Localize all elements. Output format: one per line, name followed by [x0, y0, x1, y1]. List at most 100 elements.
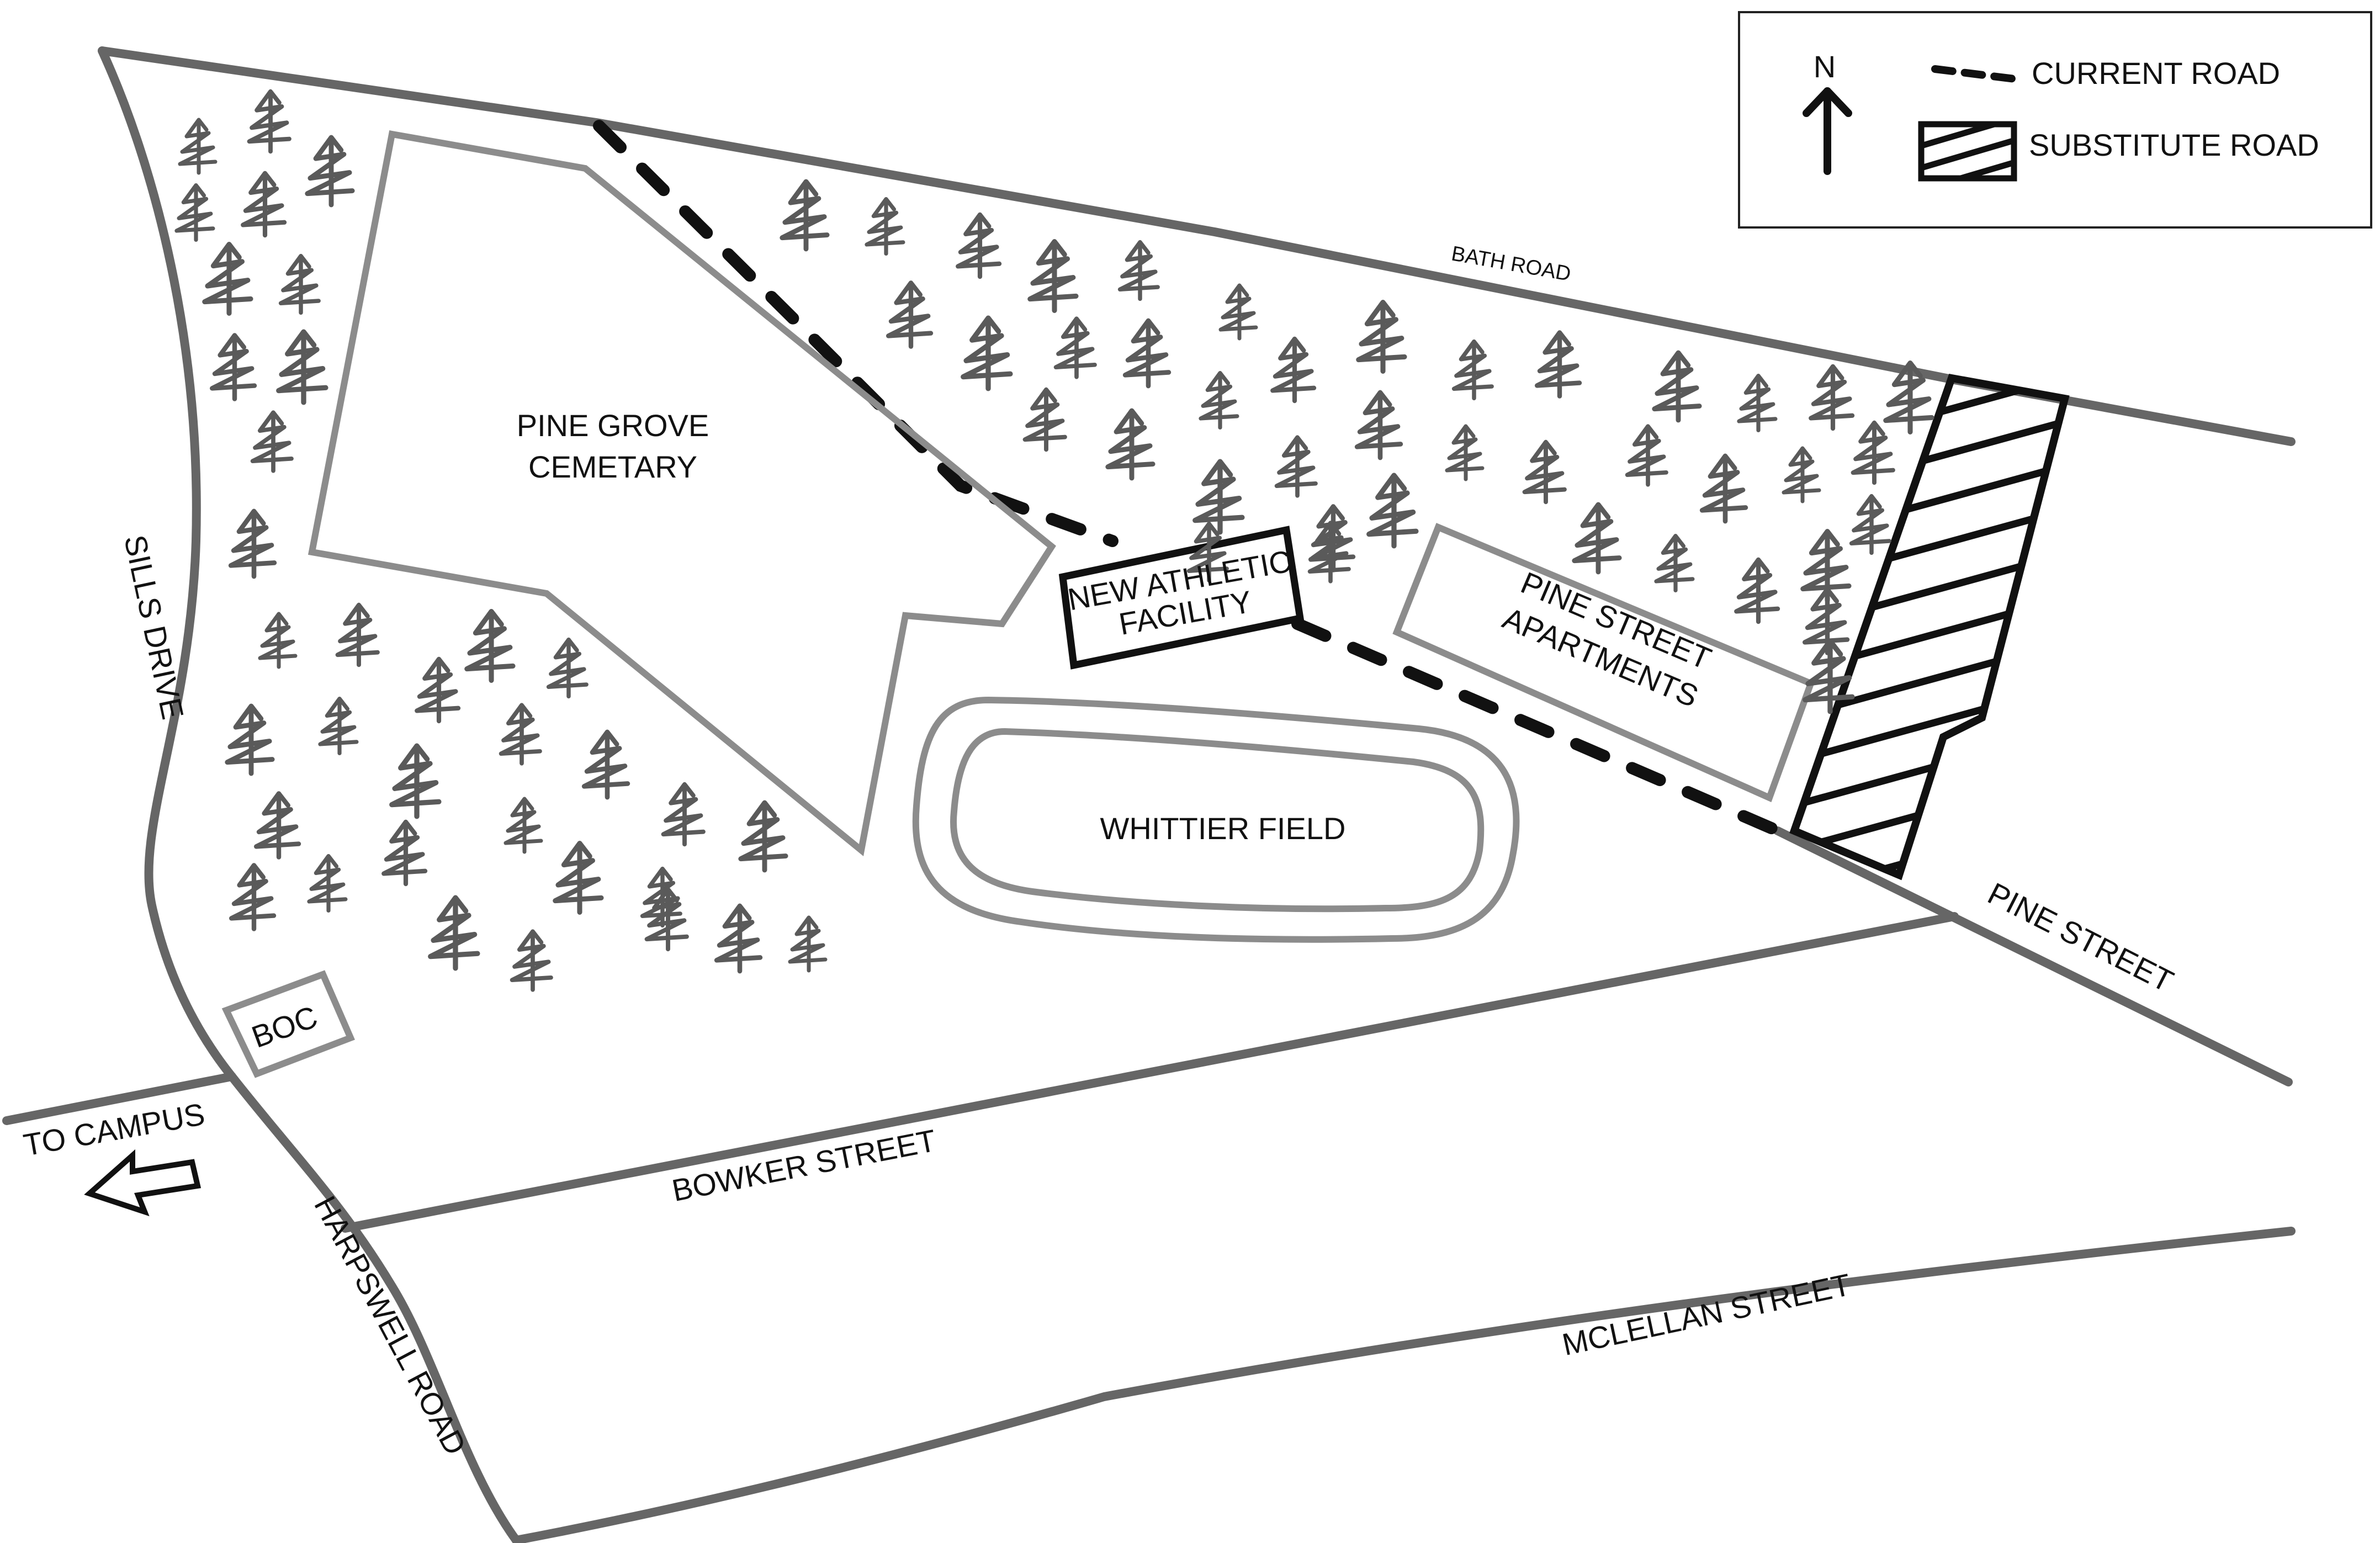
tree-icon [1451, 339, 1494, 401]
tree-icon [1053, 316, 1097, 379]
tree-icon [1270, 336, 1317, 404]
tree-icon [1186, 521, 1229, 583]
current-road-legend-icon [1931, 65, 2027, 84]
tree-icon [1782, 446, 1821, 503]
tree-icon [225, 703, 275, 776]
tree-icon [961, 315, 1013, 391]
tree-icon [1027, 239, 1079, 313]
mclellan-street-line [512, 1227, 2296, 1543]
tree-icon [1522, 439, 1567, 505]
sills-drive-label: SILLS DRIVE [118, 532, 190, 722]
tree-icon [305, 135, 355, 208]
tree-icon [1809, 364, 1855, 431]
tree-icon [714, 903, 763, 974]
tree-icon [1356, 300, 1407, 374]
trees [174, 89, 1934, 992]
tree-icon [1105, 408, 1155, 481]
tree-icon [1354, 390, 1403, 460]
tree-icon [1851, 420, 1895, 485]
north-label: N [1814, 49, 1836, 84]
tree-icon [1274, 435, 1318, 498]
substitute-road-outline [1789, 374, 2070, 881]
boc-outline [221, 970, 356, 1078]
tree-icon [229, 863, 277, 931]
tree-icon [389, 743, 442, 819]
substitute-road-legend-icon [1918, 121, 2017, 182]
tree-icon [1883, 360, 1934, 434]
to-campus-label: TO CAMPUS [21, 1096, 208, 1163]
tree-icon [1625, 424, 1668, 487]
current-road [593, 120, 1784, 837]
legend-box [1738, 11, 2372, 229]
track-inner [950, 728, 1485, 913]
tree-icon [1117, 240, 1160, 301]
tree-icon [464, 609, 516, 683]
tree-icon [228, 508, 277, 579]
tree-icon [1199, 370, 1239, 430]
to-campus-road-line [2, 1072, 236, 1125]
tree-icon [788, 915, 828, 973]
tree-icon [510, 929, 553, 992]
tree-icon [335, 602, 380, 667]
tree-icon [956, 212, 1002, 279]
athletic-label-group: NEW ATHLETIC FACILITY [1065, 543, 1294, 641]
current-road-legend-label: CURRENT ROAD [2032, 56, 2280, 91]
tree-icon [1654, 533, 1695, 593]
tree-icon [1366, 473, 1419, 549]
tree-icon [278, 253, 321, 315]
tree-icon [886, 280, 934, 349]
tree-icon [1734, 557, 1780, 624]
tree-icon [1849, 494, 1891, 555]
boc-label: BOC [247, 999, 322, 1054]
tree-icon [1218, 283, 1258, 341]
current-road-path [593, 120, 1119, 547]
tree-icon [644, 887, 689, 952]
tree-icon [780, 179, 830, 252]
legend: N CURRENT ROAD SUBSTITUTE ROAD [1738, 11, 2372, 229]
cemetery-label-line2: CEMETARY [528, 449, 697, 484]
tree-icon [1192, 459, 1245, 535]
tree-icon [1652, 350, 1702, 423]
tree-icon [661, 782, 706, 847]
tree-icon [247, 89, 291, 154]
to-campus-arrow-icon [84, 1149, 202, 1217]
tree-icon [258, 612, 298, 669]
tree-icon [428, 895, 480, 971]
tree-icon [553, 841, 604, 915]
tree-icon [415, 656, 461, 724]
tree-icon [1737, 373, 1778, 433]
cemetery-outline [308, 130, 1056, 857]
sills-drive-line [98, 46, 236, 1081]
field-label: WHITTIER FIELD [1100, 811, 1346, 846]
tree-icon [209, 333, 257, 401]
substitute-road-legend-label: SUBSTITUTE ROAD [2029, 128, 2319, 162]
tree-icon [202, 242, 253, 316]
tree-icon [499, 703, 542, 766]
bowker-street-line [341, 912, 1959, 1233]
pine-street-line [1773, 826, 2293, 1086]
cemetery-label-line1: PINE GROVE [517, 408, 709, 443]
tree-icon [738, 800, 788, 873]
pine-street-apartments-outline [1392, 523, 1815, 803]
tree-icon [1803, 638, 1855, 714]
tree-icon [241, 171, 287, 238]
tree-icon [1572, 502, 1622, 575]
tree-icon [581, 729, 630, 800]
harpswell-road-label: HARPSWELL ROAD [308, 1190, 473, 1460]
tree-icon [1534, 330, 1582, 399]
tree-icon [250, 410, 294, 473]
tree-icon [318, 696, 359, 756]
tree-icon [174, 183, 215, 242]
tree-icon [253, 791, 301, 860]
current-road-path-east [1291, 618, 1784, 837]
whittier-field [912, 696, 1520, 943]
tree-icon [381, 819, 428, 887]
tree-icon [1699, 453, 1748, 524]
tree-icon [1307, 521, 1351, 584]
tree-icon [307, 853, 348, 913]
tree-icon [546, 637, 589, 699]
tree-icon [865, 197, 905, 256]
tree-icon [1122, 318, 1172, 389]
tree-icon [178, 118, 218, 175]
